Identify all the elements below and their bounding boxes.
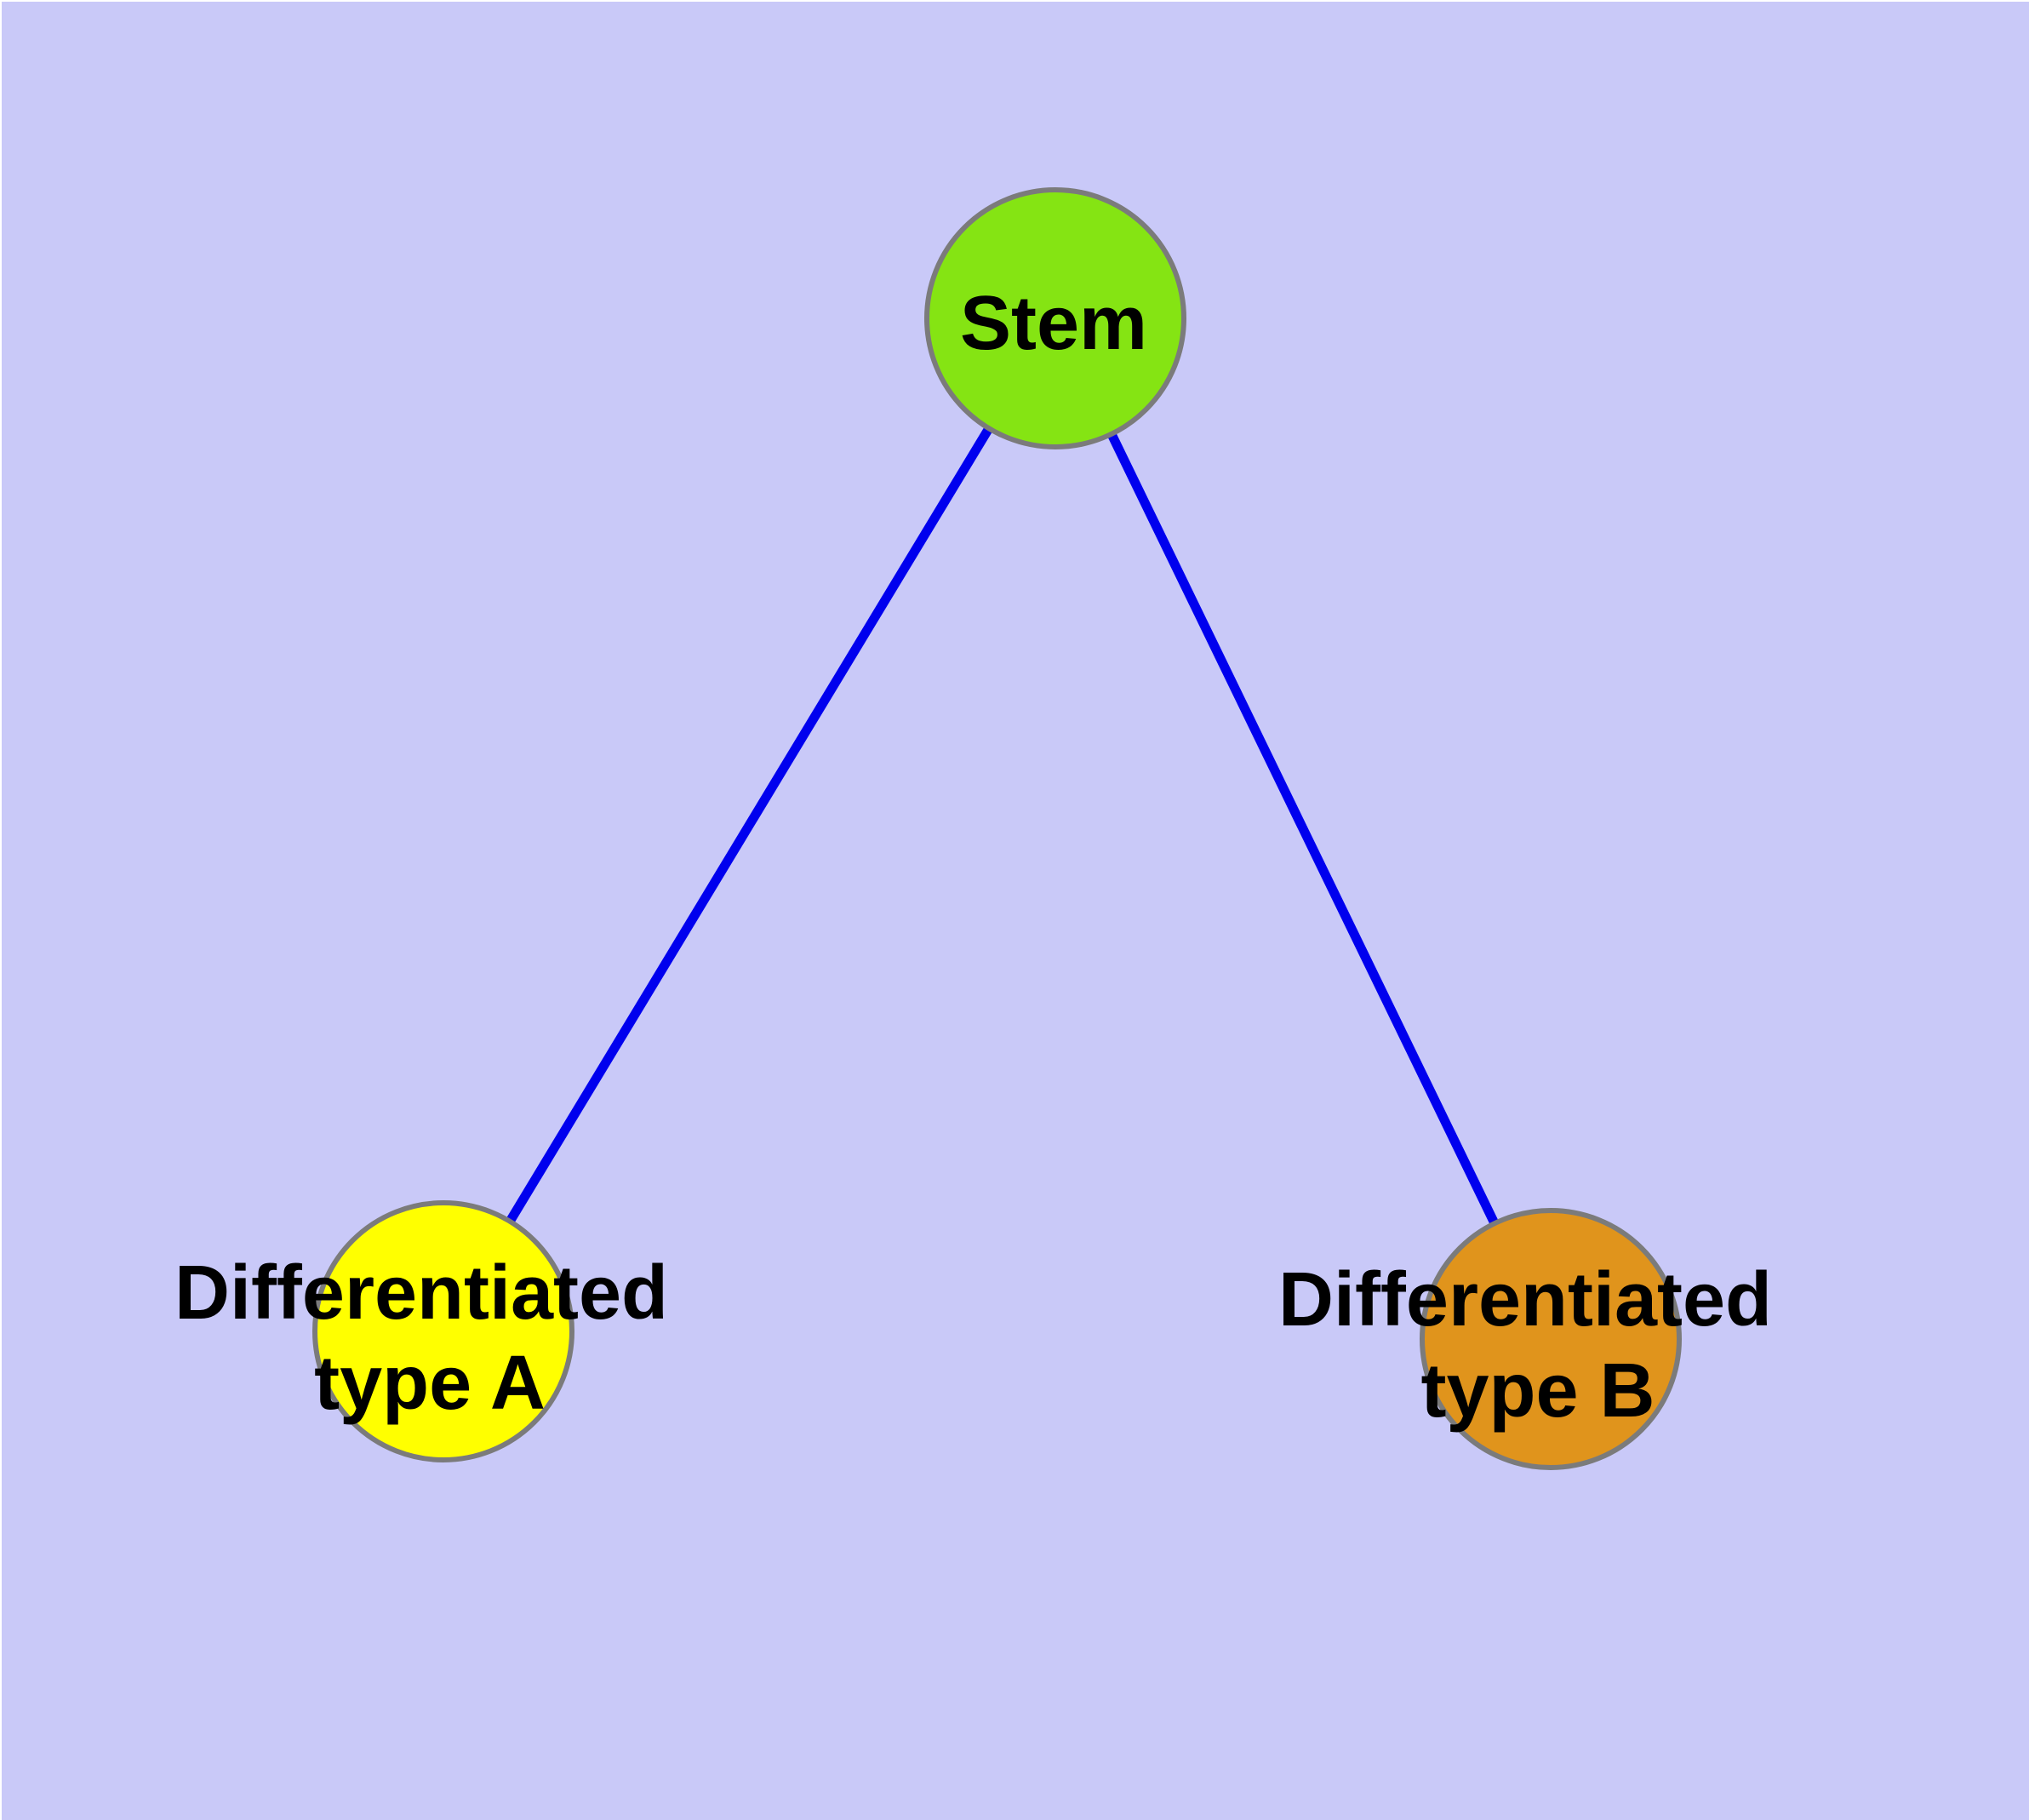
node-stem-circle — [924, 187, 1186, 449]
node-differentiated-type-b-circle — [1420, 1208, 1682, 1470]
node-differentiated-type-a-circle — [312, 1200, 574, 1462]
node-differentiated-type-b-label-line1: Differentiated — [1278, 1257, 1772, 1342]
node-differentiated-type-a-label-line1: Differentiated — [174, 1251, 668, 1336]
edge-stem-to-type-a — [439, 316, 1060, 1334]
node-stem-label: Stem — [960, 281, 1147, 366]
node-differentiated-type-a-label-line2: type A — [314, 1341, 546, 1426]
edge-stem-to-type-b — [1051, 316, 1555, 1342]
node-differentiated-type-b-label-line2: type B — [1420, 1348, 1655, 1434]
